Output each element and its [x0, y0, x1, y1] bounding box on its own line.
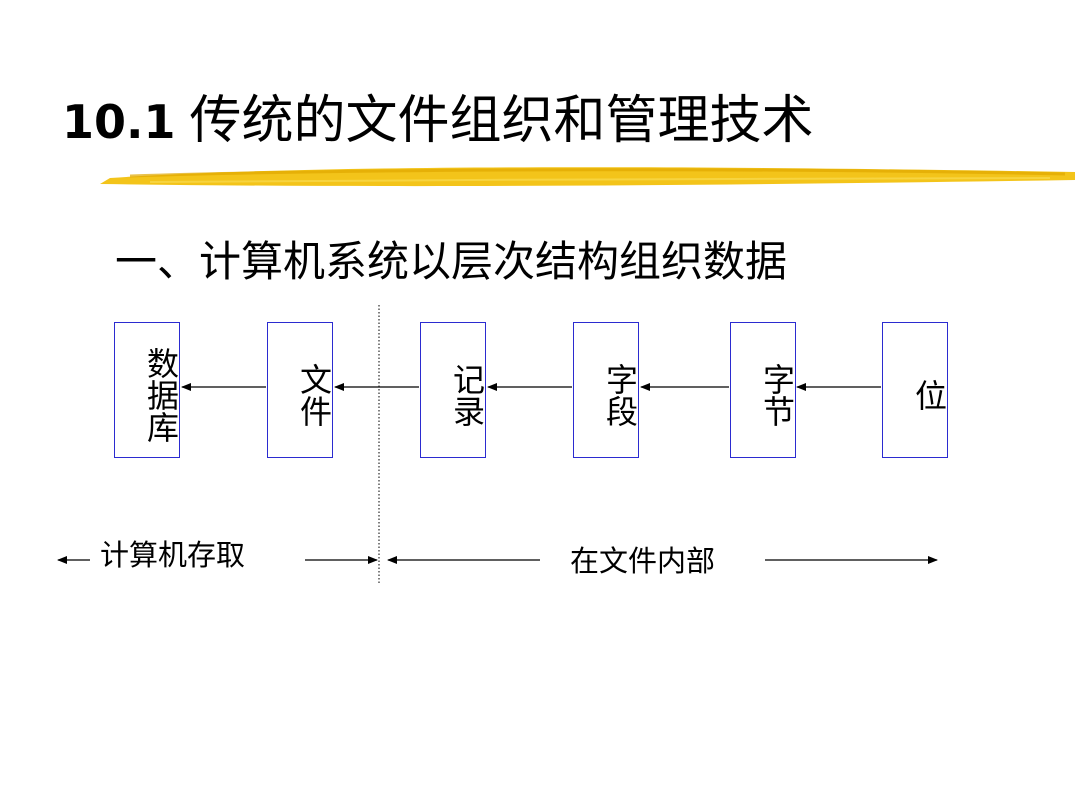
box-field-label: 字段	[601, 363, 639, 427]
box-byte: 字节	[730, 322, 796, 458]
box-bit: 位	[882, 322, 948, 458]
label-computer-access: 计算机存取	[100, 538, 246, 572]
box-database-label: 数据库	[142, 347, 180, 443]
label-inside-file: 在文件内部	[570, 544, 716, 578]
box-file-label: 文件	[295, 363, 333, 427]
brush-underline	[100, 167, 1075, 187]
box-byte-label: 字节	[758, 363, 796, 427]
slide-subtitle: 一、计算机系统以层次结构组织数据	[115, 237, 788, 286]
title-text: 传统的文件组织和管理技术	[189, 91, 814, 151]
box-file: 文件	[267, 322, 333, 458]
box-field: 字段	[573, 322, 639, 458]
title-number: 10.1	[62, 95, 176, 149]
box-database: 数据库	[114, 322, 180, 458]
box-record: 记录	[420, 322, 486, 458]
box-record-label: 记录	[448, 363, 486, 427]
box-bit-label: 位	[910, 379, 948, 411]
